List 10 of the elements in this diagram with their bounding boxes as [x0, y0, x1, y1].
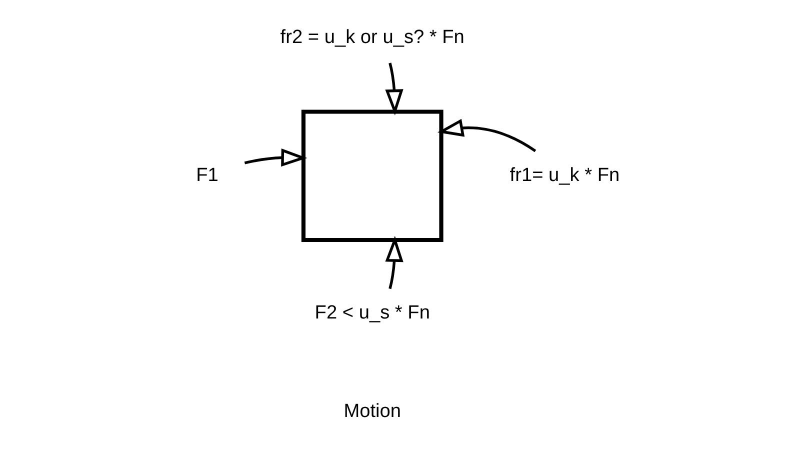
node-text: fr1= u_k * Fn	[510, 164, 620, 186]
arrow	[385, 62, 404, 116]
arrow	[244, 148, 308, 167]
node-text: F1	[196, 164, 218, 186]
label: Motion	[344, 400, 402, 422]
node-text: F2 < u_s * Fn	[314, 302, 430, 324]
node-text: fr2 = u_k or u_s? * Fn	[280, 27, 464, 48]
arrow	[385, 236, 404, 290]
arrow	[437, 118, 536, 152]
node-box	[301, 110, 444, 242]
